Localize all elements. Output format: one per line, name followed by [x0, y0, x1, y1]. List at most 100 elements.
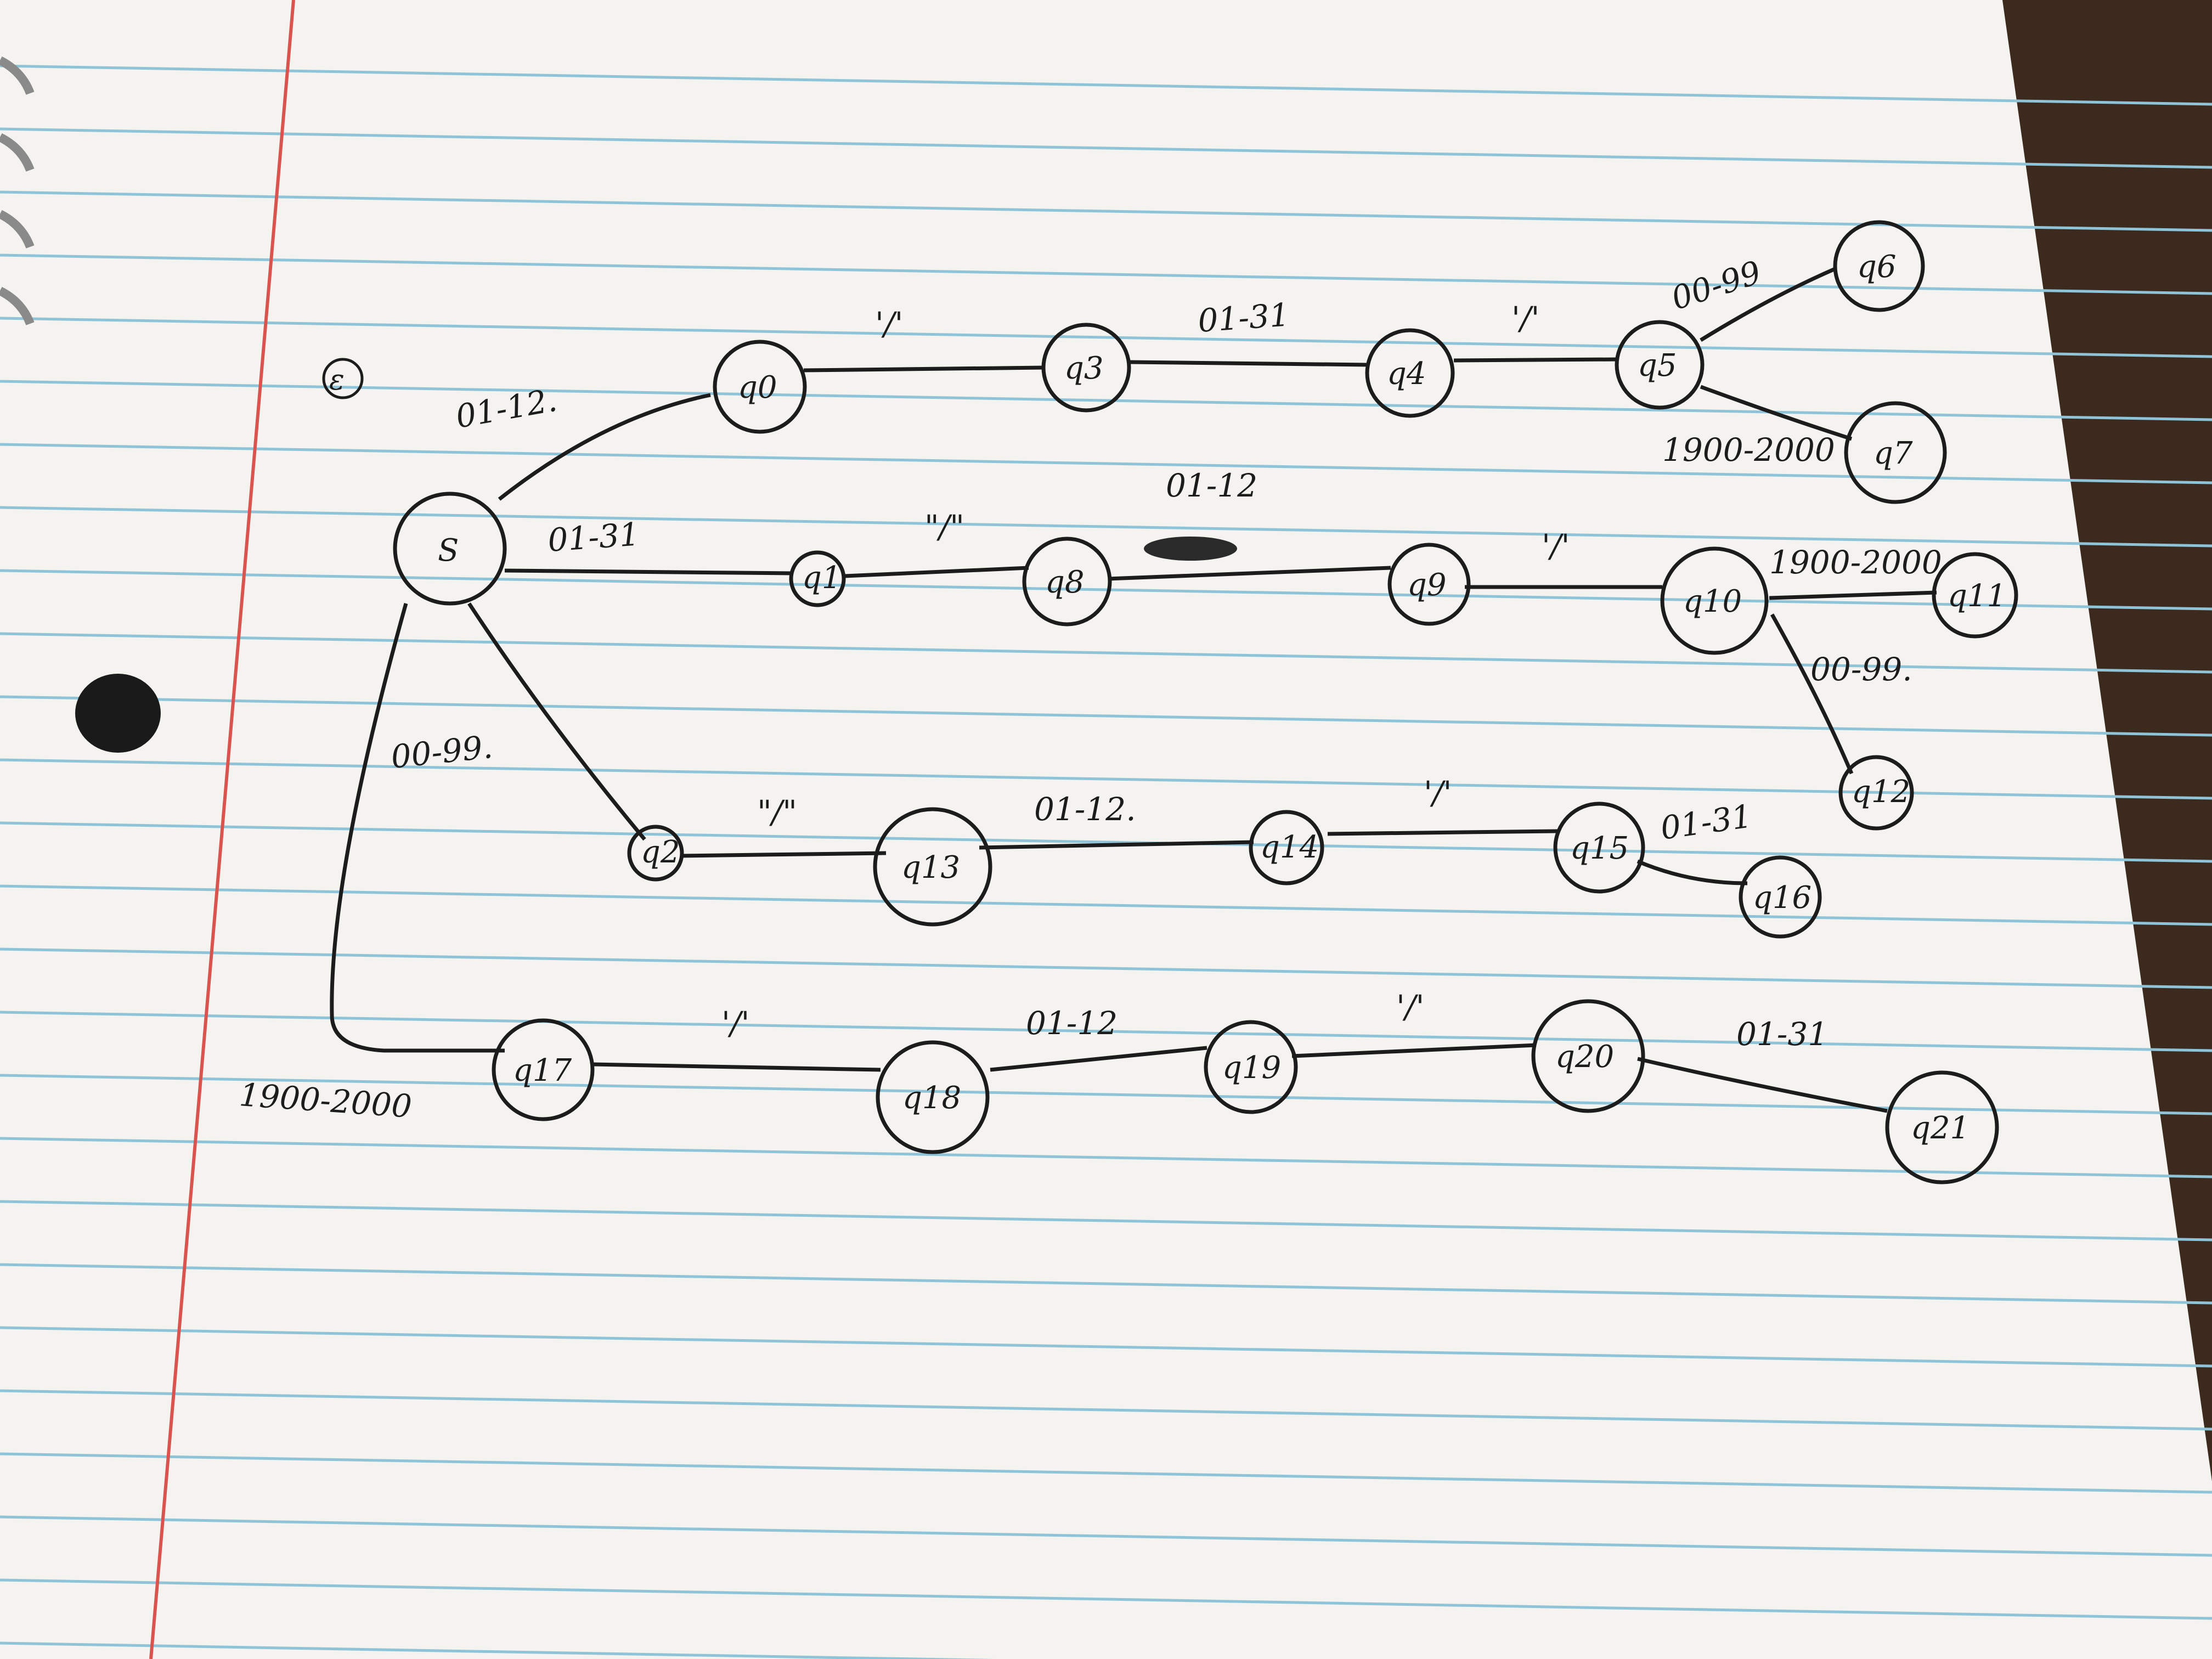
node-q7-circle — [1844, 401, 1947, 504]
node-q1-label: q1 — [802, 560, 841, 596]
edge-label-q0-q3: '/' — [875, 305, 903, 342]
edge-q10-q12 — [1770, 613, 1854, 775]
ruled-line — [0, 758, 2212, 800]
edge-q5-q7 — [1700, 385, 1853, 441]
node-q8-circle — [1022, 537, 1112, 627]
node-q1-circle — [789, 550, 846, 607]
node-q5: q5 — [1615, 320, 1705, 410]
node-q6-circle — [1833, 220, 1925, 312]
ruled-line — [0, 190, 2212, 232]
ruled-line — [0, 127, 2212, 169]
edge-q1-q8 — [844, 566, 1029, 578]
nodes-layer: S q0 q3 q4 q5 q6 q7 q1 — [393, 220, 2018, 1184]
node-q21-label: q21 — [1911, 1110, 1970, 1146]
edge-q10-q11 — [1769, 590, 1937, 600]
node-q10-circle — [1660, 546, 1769, 655]
edge-S-q1 — [504, 568, 793, 575]
node-q6-label: q6 — [1857, 249, 1896, 285]
node-q13-circle — [873, 807, 992, 927]
ruled-line — [0, 1452, 2212, 1494]
edge-label-q17-q18: '/' — [721, 1005, 749, 1042]
edge-label-q14-q15: '/' — [1424, 774, 1452, 811]
node-q16-label: q16 — [1753, 880, 1812, 916]
edge-q2-q13 — [680, 851, 887, 858]
node-q8: q8 — [1022, 537, 1112, 627]
edge-S-q17 — [330, 603, 505, 1053]
ruled-line — [0, 1641, 996, 1659]
edge-labels-layer: 01-12. '/' 01-31 '/' 00-99 1900-2000 01-… — [238, 253, 1942, 1125]
node-q17: q17 — [492, 1018, 595, 1121]
edge-label-q10-q11: 1900-2000 — [1769, 544, 1942, 581]
node-q21-circle — [1885, 1070, 1999, 1184]
node-q10-label: q10 — [1683, 584, 1742, 619]
edge-label-S-q1: 01-31 — [546, 515, 641, 558]
node-q18-label: q18 — [902, 1080, 961, 1116]
node-q4-circle — [1365, 328, 1455, 418]
node-q3-circle — [1041, 323, 1131, 413]
edge-label-q8-q9: 01-12 — [1166, 467, 1257, 504]
ruled-line — [0, 884, 2212, 926]
node-q15: q15 — [1553, 802, 1645, 894]
scribble-mark — [1144, 537, 1237, 561]
ruled-line — [0, 253, 2212, 295]
node-q6: q6 — [1833, 220, 1925, 312]
node-S: S — [393, 492, 507, 606]
node-q16-circle — [1739, 855, 1822, 939]
node-q0-label: q0 — [738, 370, 777, 405]
ruled-line — [0, 947, 2212, 989]
ruled-line — [0, 1263, 2212, 1305]
edge-label-q19-q20: '/' — [1396, 988, 1424, 1025]
ruled-line — [0, 1389, 2212, 1431]
node-q2: q2 — [627, 825, 684, 882]
node-q1: q1 — [789, 550, 846, 607]
node-q8-label: q8 — [1045, 565, 1084, 600]
node-q20-circle — [1531, 999, 1645, 1113]
ruled-lines — [0, 64, 2212, 1659]
edge-q15-q16 — [1637, 859, 1748, 885]
ruled-line — [0, 821, 2212, 863]
node-q12: q12 — [1838, 755, 1914, 831]
node-q0-circle — [713, 340, 807, 434]
node-q5-circle — [1615, 320, 1705, 410]
edge-q5-q6 — [1700, 267, 1836, 342]
node-q16: q16 — [1739, 855, 1822, 939]
spiral-binding — [0, 56, 35, 325]
ruled-line — [0, 317, 2212, 358]
ruled-line — [0, 506, 2212, 548]
edge-label-q10-q12: 00-99. — [1810, 651, 1912, 688]
spiral-ring — [0, 56, 35, 95]
ruled-line — [0, 695, 2212, 737]
node-q19-circle — [1204, 1020, 1298, 1114]
edge-q17-q18 — [592, 1062, 881, 1072]
ruled-line — [0, 1137, 2212, 1178]
edge-label-q4-q5: '/' — [1511, 300, 1539, 337]
node-q20: q20 — [1531, 999, 1645, 1113]
margin-line — [149, 0, 295, 1659]
node-q2-circle — [627, 825, 684, 882]
edge-q18-q19 — [990, 1046, 1207, 1072]
edge-q4-q5 — [1453, 357, 1619, 363]
node-q3-label: q3 — [1064, 351, 1103, 386]
edge-label-q18-q19: 01-12 — [1026, 1005, 1118, 1042]
node-q19-label: q19 — [1222, 1050, 1281, 1086]
node-S-circle — [393, 492, 507, 606]
spiral-ring — [0, 210, 35, 249]
ruled-line — [0, 443, 2212, 484]
node-q13-label: q13 — [901, 850, 960, 885]
edge-q3-q4 — [1130, 360, 1369, 367]
ruled-line — [0, 1011, 2212, 1052]
node-q21: q21 — [1885, 1070, 1999, 1184]
node-q15-circle — [1553, 802, 1645, 894]
edge-label-q3-q4: 01-31 — [1197, 296, 1291, 339]
node-q17-circle — [492, 1018, 595, 1121]
edge-S-q0 — [498, 393, 711, 501]
ruled-line — [0, 632, 2212, 674]
ruled-line — [0, 1578, 2212, 1620]
edge-S-q2 — [467, 602, 646, 841]
ruled-line — [0, 1200, 2212, 1242]
node-q12-circle — [1838, 755, 1914, 831]
edge-label-q20-q21: 01-31 — [1736, 1015, 1828, 1053]
spiral-ring — [0, 133, 35, 172]
